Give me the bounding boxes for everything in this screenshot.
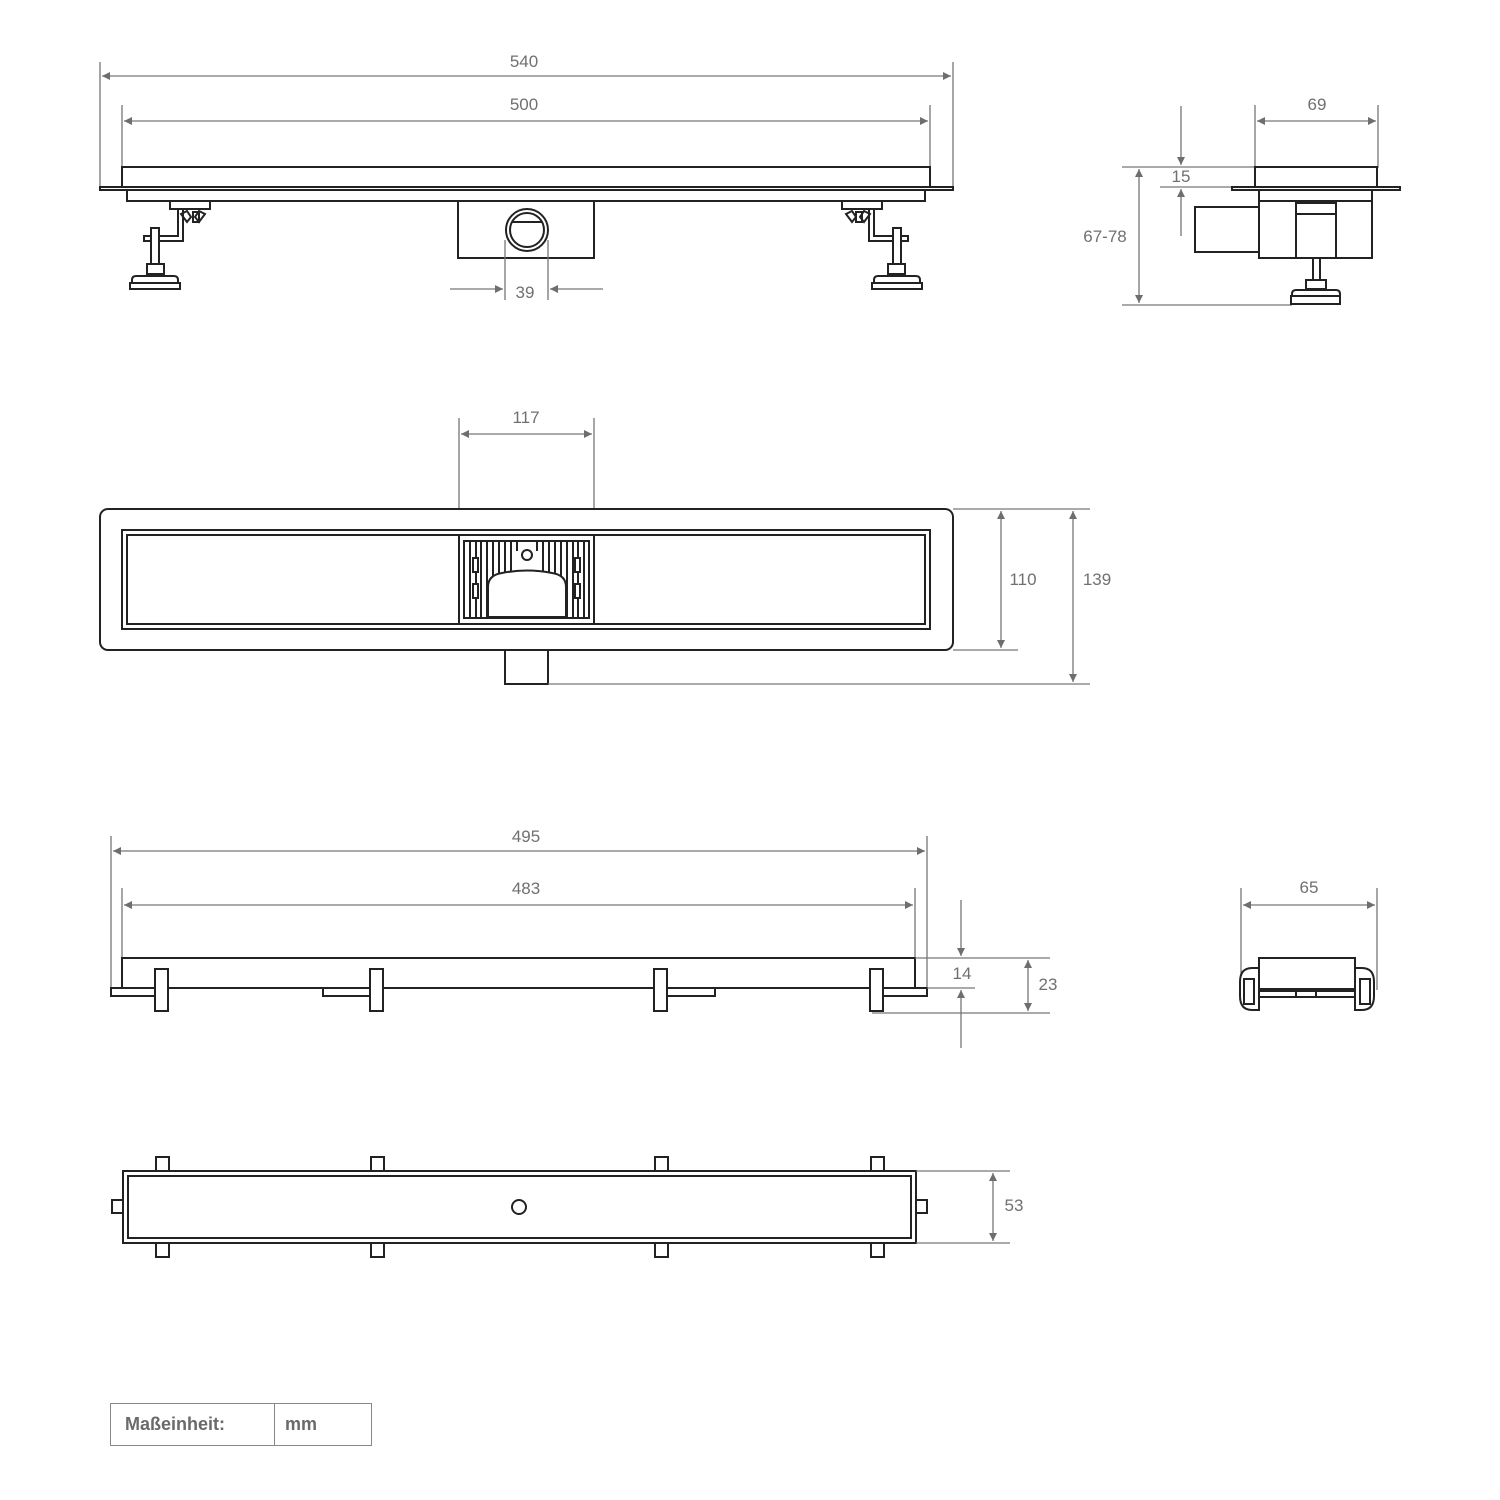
dim-total-width: 139 bbox=[1083, 570, 1111, 589]
grate-slots bbox=[469, 541, 585, 618]
side-view: 69 15 67-78 bbox=[1083, 95, 1401, 306]
dim-grate-total-height: 23 bbox=[1039, 975, 1058, 994]
unit-value: mm bbox=[285, 1414, 318, 1434]
dim-overall-length: 540 bbox=[510, 52, 538, 71]
grate-bottom-view: 53 bbox=[111, 1156, 1024, 1258]
dim-grate-length: 500 bbox=[510, 95, 538, 114]
dim-outlet-box-width: 117 bbox=[512, 408, 539, 427]
dim-grate-height: 15 bbox=[1172, 167, 1191, 186]
dim-grate-length-inner: 483 bbox=[512, 879, 540, 898]
adjustable-foot-right bbox=[841, 200, 923, 290]
dim-grate-bottom-width: 53 bbox=[1005, 1196, 1024, 1215]
dim-outlet-diameter: 39 bbox=[516, 283, 535, 302]
dim-side-width: 69 bbox=[1308, 95, 1327, 114]
dim-grate-length-outer: 495 bbox=[512, 827, 540, 846]
unit-legend: Maßeinheit: mm bbox=[110, 1403, 372, 1446]
grate-side-view: 65 bbox=[1239, 878, 1378, 1011]
grate-front-view: 495 483 14 23 bbox=[110, 827, 1058, 1048]
unit-label: Maßeinheit: bbox=[111, 1404, 275, 1445]
dim-grate-frame-height: 14 bbox=[953, 964, 972, 983]
front-view: 540 500 39 bbox=[99, 52, 954, 302]
dim-grate-side-width: 65 bbox=[1300, 878, 1319, 897]
adjustable-foot-left bbox=[129, 200, 211, 290]
dim-body-width: 110 bbox=[1009, 570, 1036, 589]
top-view: 117 110 139 bbox=[99, 408, 1111, 685]
dim-height-range: 67-78 bbox=[1083, 227, 1126, 246]
